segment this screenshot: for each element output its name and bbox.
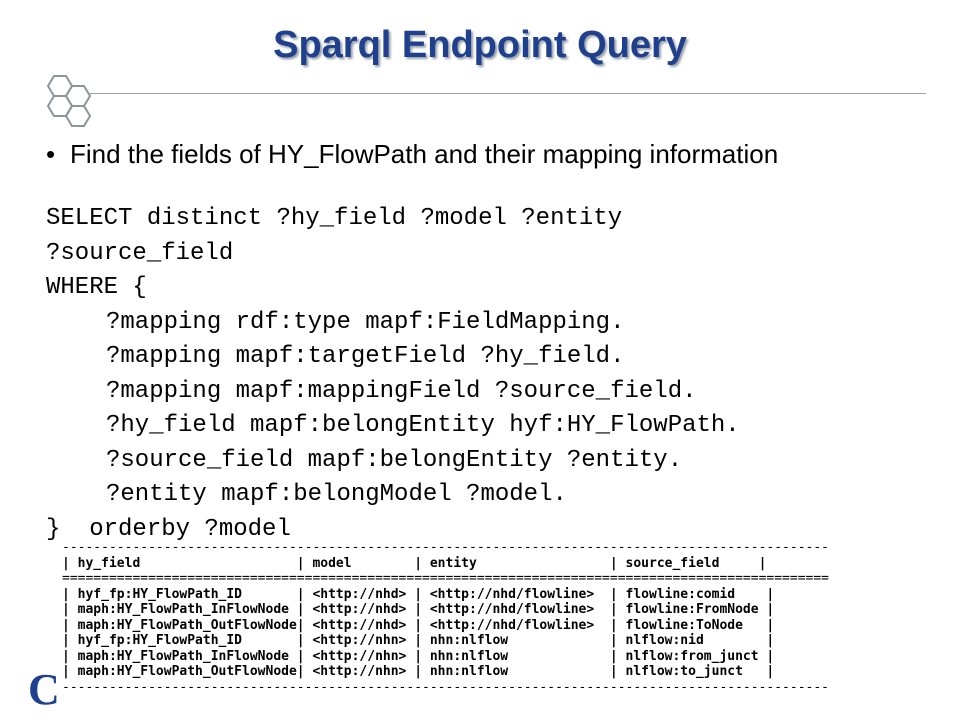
table-rule: ----------------------------------------… xyxy=(62,679,830,695)
table-row: | maph:HY_FlowPath_InFlowNode | <http://… xyxy=(62,648,775,664)
query-line: ?source_field xyxy=(46,239,234,267)
query-line: ?mapping mapf:targetField ?hy_field. xyxy=(106,343,625,370)
bullet-marker: • xyxy=(46,139,56,169)
query-line: ?entity mapf:belongModel ?model. xyxy=(106,481,567,508)
results-table: ----------------------------------------… xyxy=(62,540,904,720)
table-row: | hyf_fp:HY_FlowPath_ID | <http://nhd> |… xyxy=(62,586,775,602)
query-line: ?source_field mapf:belongEntity ?entity. xyxy=(106,446,683,474)
query-line: SELECT distinct ?hy_field ?model ?entity xyxy=(46,205,623,232)
corner-logo-letter: C xyxy=(28,665,60,714)
bullet-item: • Find the fields of HY_FlowPath and the… xyxy=(46,140,866,168)
bullet-text: Find the fields of HY_FlowPath and their… xyxy=(70,139,779,169)
table-row: | maph:HY_FlowPath_InFlowNode | <http://… xyxy=(62,602,775,617)
query-line: WHERE { xyxy=(46,274,147,301)
query-line: ?mapping rdf:type mapf:FieldMapping. xyxy=(106,308,625,336)
table-header-rule: ========================================… xyxy=(62,571,830,586)
query-line: ?mapping mapf:mappingField ?source_field… xyxy=(106,377,697,405)
slide-title: Sparql Endpoint Query xyxy=(273,24,687,66)
sparql-query: SELECT distinct ?hy_field ?model ?entity… xyxy=(46,202,926,547)
table-row: | hyf_fp:HY_FlowPath_ID | <http://nhn> |… xyxy=(62,633,775,648)
table-header: | hy_field | model | entity | source_fie… xyxy=(62,555,767,571)
query-line: } orderby ?model xyxy=(46,515,291,543)
hexagon-logo-icon xyxy=(46,75,92,127)
table-row: | maph:HY_FlowPath_OutFlowNode| <http://… xyxy=(62,664,775,679)
table-rule: ----------------------------------------… xyxy=(62,540,830,555)
header-divider xyxy=(88,93,926,94)
table-row: | maph:HY_FlowPath_OutFlowNode| <http://… xyxy=(62,617,775,633)
query-line: ?hy_field mapf:belongEntity hyf:HY_FlowP… xyxy=(106,412,740,439)
